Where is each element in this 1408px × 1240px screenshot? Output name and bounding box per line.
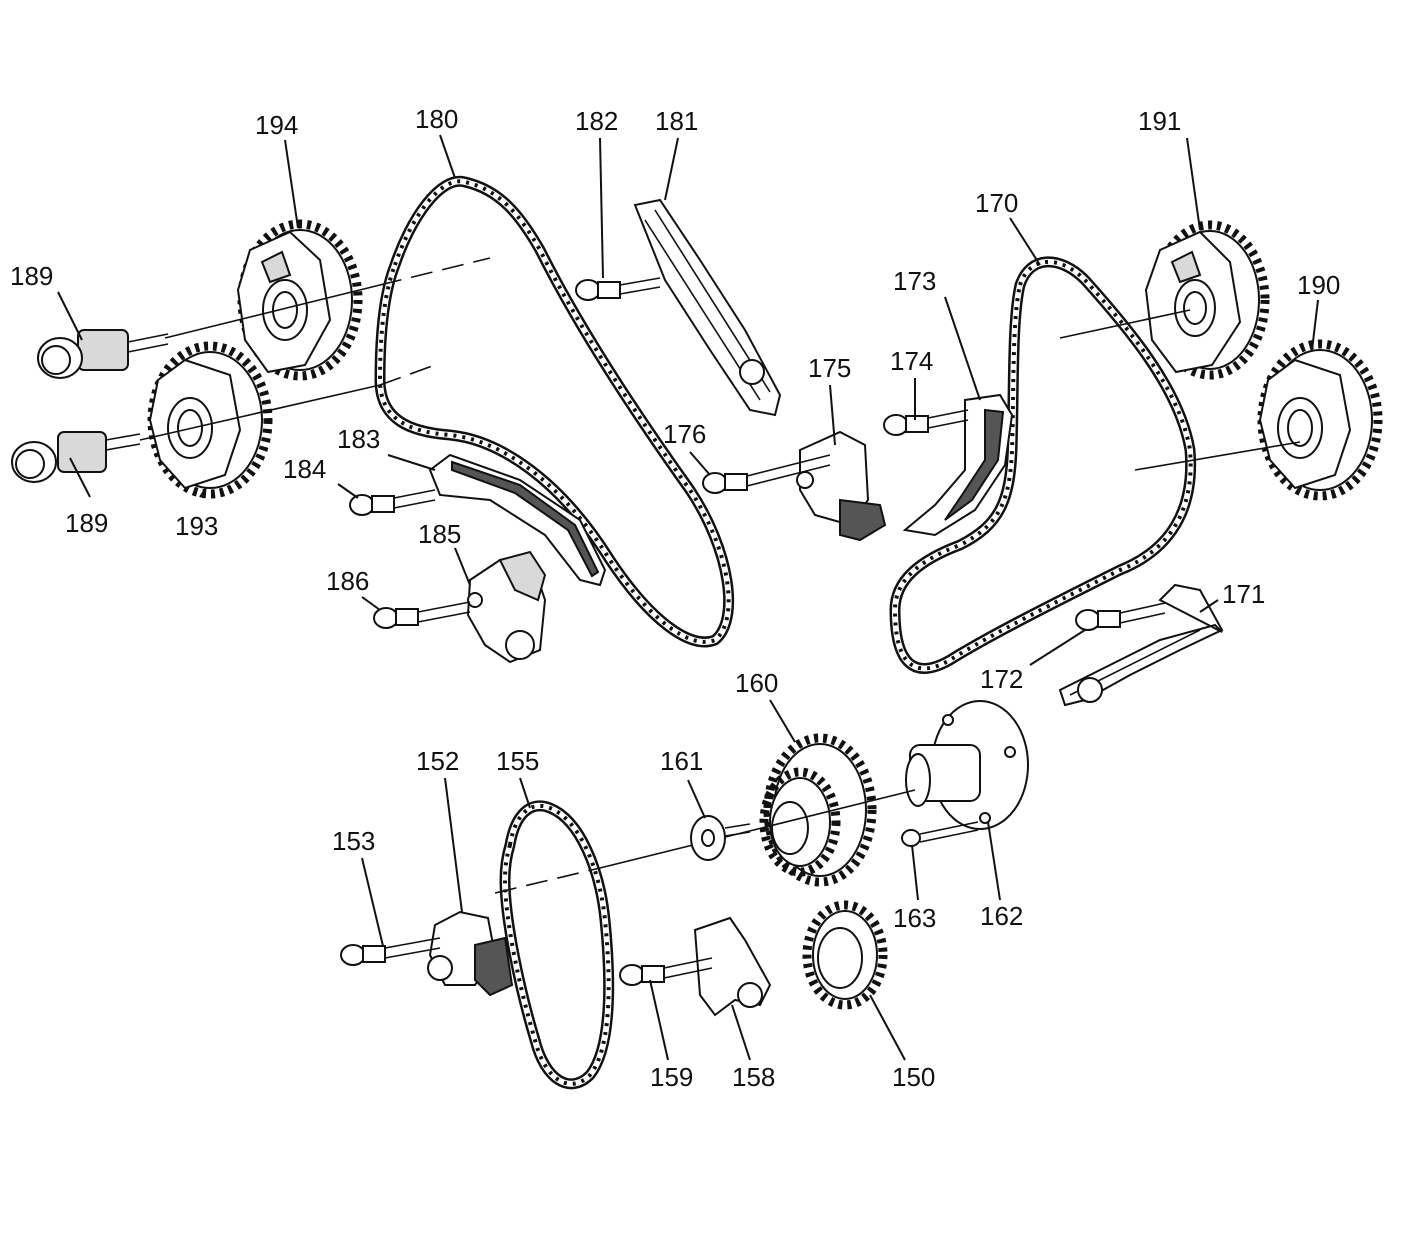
label-161: 161 — [660, 746, 703, 776]
bolt-172 — [1075, 602, 1166, 631]
label-185: 185 — [418, 519, 461, 549]
cam-phaser-190 — [1257, 339, 1383, 501]
chain-155 — [499, 800, 615, 1090]
label-171: 171 — [1222, 579, 1265, 609]
crank-cover-162 — [905, 700, 1029, 830]
chain-170 — [889, 256, 1197, 674]
tensioner-152 — [427, 910, 514, 997]
label-189-lower: 189 — [65, 508, 108, 538]
label-189-upper: 189 — [10, 261, 53, 291]
tensioner-185 — [466, 550, 547, 664]
guide-173 — [902, 393, 1014, 537]
bolt-176 — [702, 454, 831, 494]
cam-phaser-193 — [147, 341, 273, 499]
tensioner-175 — [796, 430, 887, 542]
label-174: 174 — [890, 346, 933, 376]
label-152: 152 — [416, 746, 459, 776]
label-172: 172 — [980, 664, 1023, 694]
label-183: 183 — [337, 424, 380, 454]
bolt-182 — [575, 277, 661, 301]
label-194: 194 — [255, 110, 298, 140]
label-186: 186 — [326, 566, 369, 596]
axis-191 — [1059, 309, 1191, 339]
axis-194 — [164, 284, 381, 339]
axis-190 — [1134, 441, 1301, 471]
leader-lines — [57, 134, 1319, 1061]
bolt-153 — [340, 937, 441, 966]
guide-181 — [633, 198, 782, 417]
label-170: 170 — [975, 188, 1018, 218]
sprocket-150 — [802, 900, 888, 1010]
label-150: 150 — [892, 1062, 935, 1092]
axis-194-dash — [379, 257, 491, 286]
label-175: 175 — [808, 353, 851, 383]
label-182: 182 — [575, 106, 618, 136]
label-180: 180 — [415, 104, 458, 134]
bolt-186 — [373, 601, 471, 629]
bolt-184 — [349, 489, 436, 516]
label-191: 191 — [1138, 106, 1181, 136]
label-184: 184 — [283, 454, 326, 484]
crank-sprocket-160 — [759, 733, 877, 887]
actuator-bolt-189-upper — [37, 329, 169, 379]
label-159: 159 — [650, 1062, 693, 1092]
label-155: 155 — [496, 746, 539, 776]
label-193: 193 — [175, 511, 218, 541]
crank-axis — [599, 789, 916, 869]
label-153: 153 — [332, 826, 375, 856]
label-190: 190 — [1297, 270, 1340, 300]
guide-183 — [428, 453, 607, 587]
guide-158 — [693, 916, 772, 1017]
axis-193 — [139, 384, 381, 441]
chain-180 — [374, 175, 735, 648]
label-162: 162 — [980, 901, 1023, 931]
cam-phaser-191 — [1144, 220, 1270, 380]
actuator-bolt-189-lower — [11, 431, 141, 483]
cam-phaser-194 — [236, 219, 363, 381]
axis-193-dash — [379, 364, 436, 386]
crank-axis-dash — [494, 867, 601, 894]
label-163: 163 — [893, 903, 936, 933]
label-158: 158 — [732, 1062, 775, 1092]
guide-171 — [1058, 583, 1224, 707]
bolt-159 — [619, 957, 713, 986]
label-160: 160 — [735, 668, 778, 698]
bolt-163 — [901, 821, 979, 847]
label-173: 173 — [893, 266, 936, 296]
bolt-174 — [883, 409, 969, 436]
label-176: 176 — [663, 419, 706, 449]
label-181: 181 — [655, 106, 698, 136]
washer-161 — [690, 815, 751, 861]
